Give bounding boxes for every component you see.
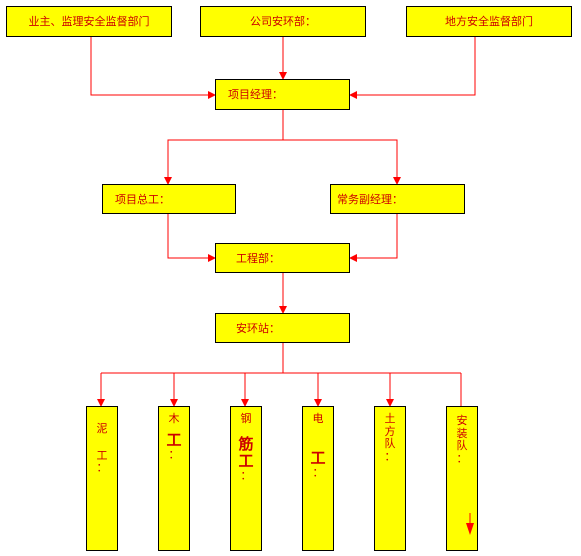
team-installation: 安装队： (446, 406, 478, 551)
connector-manager-deputy (282, 110, 401, 185)
chief-engineer-box: 项目总工： (102, 184, 236, 214)
team-earthwork: 土方队： (374, 406, 406, 551)
local-supervision-box: 地方安全监督部门 (406, 6, 572, 37)
team-rebar: 钢筋工： (230, 406, 262, 551)
company-safety-box: 公司安环部： (200, 6, 366, 37)
connector-deputy-engineering (349, 214, 398, 262)
team-electrical: 电工： (302, 406, 334, 551)
team-masonry: 泥工： (86, 406, 118, 551)
safety-station-box: 安环站： (215, 313, 350, 343)
connector-local-manager (349, 37, 476, 99)
project-manager-box: 项目经理： (215, 79, 350, 110)
owner-supervision-box: 业主、监理安全监督部门 (6, 6, 172, 37)
down-arrow-icon (466, 513, 474, 535)
connector-manager-chief (164, 139, 283, 185)
connector-owner-manager (90, 37, 216, 99)
team-carpentry: 木工： (158, 406, 190, 551)
deputy-manager-box: 常务副经理： (330, 184, 465, 214)
engineering-dept-box: 工程部： (215, 243, 350, 273)
connector-chief-engineering (167, 214, 216, 262)
